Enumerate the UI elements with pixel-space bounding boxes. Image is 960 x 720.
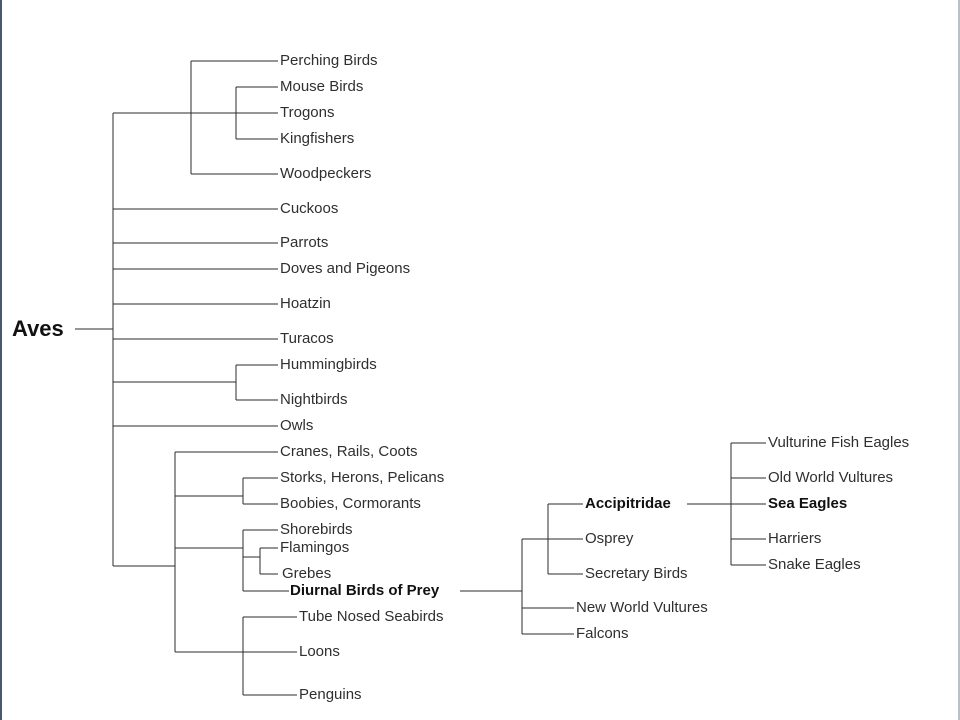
node-shorebirds: Shorebirds — [280, 521, 353, 538]
node-falcons: Falcons — [576, 625, 629, 642]
node-tube-nosed-seabirds: Tube Nosed Seabirds — [299, 608, 444, 625]
node-accipitridae: Accipitridae — [585, 495, 671, 512]
node-osprey: Osprey — [585, 530, 634, 547]
node-parrots: Parrots — [280, 234, 329, 251]
node-grebes: Grebes — [282, 565, 332, 582]
node-doves-and-pigeons: Doves and Pigeons — [280, 260, 411, 277]
node-owls: Owls — [280, 417, 314, 434]
node-old-world-vultures: Old World Vultures — [768, 469, 894, 486]
node-sea-eagles: Sea Eagles — [768, 495, 848, 512]
node-trogons: Trogons — [280, 104, 335, 121]
node-hoatzin: Hoatzin — [280, 295, 331, 312]
node-flamingos: Flamingos — [280, 539, 350, 556]
node-cranes-rails-coots: Cranes, Rails, Coots — [280, 443, 418, 460]
window-frame-left — [0, 0, 2, 720]
node-storks-herons-pelicans: Storks, Herons, Pelicans — [280, 469, 445, 486]
node-vulturine-fish-eagles: Vulturine Fish Eagles — [768, 434, 910, 451]
node-woodpeckers: Woodpeckers — [280, 165, 372, 182]
node-cuckoos: Cuckoos — [280, 200, 339, 217]
node-new-world-vultures: New World Vultures — [576, 599, 708, 616]
node-harriers: Harriers — [768, 530, 822, 547]
node-secretary-birds: Secretary Birds — [585, 565, 688, 582]
node-mouse-birds: Mouse Birds — [280, 78, 364, 95]
node-turacos: Turacos — [280, 330, 334, 347]
node-kingfishers: Kingfishers — [280, 130, 355, 147]
node-aves: Aves — [12, 316, 64, 341]
window-frame-right — [958, 0, 960, 720]
node-snake-eagles: Snake Eagles — [768, 556, 861, 573]
node-loons: Loons — [299, 643, 340, 660]
node-hummingbirds: Hummingbirds — [280, 356, 377, 373]
node-perching-birds: Perching Birds — [280, 52, 378, 69]
node-boobies-cormorants: Boobies, Cormorants — [280, 495, 421, 512]
node-nightbirds: Nightbirds — [280, 391, 348, 408]
node-diurnal-birds-of-prey: Diurnal Birds of Prey — [290, 582, 440, 599]
node-penguins: Penguins — [299, 686, 362, 703]
